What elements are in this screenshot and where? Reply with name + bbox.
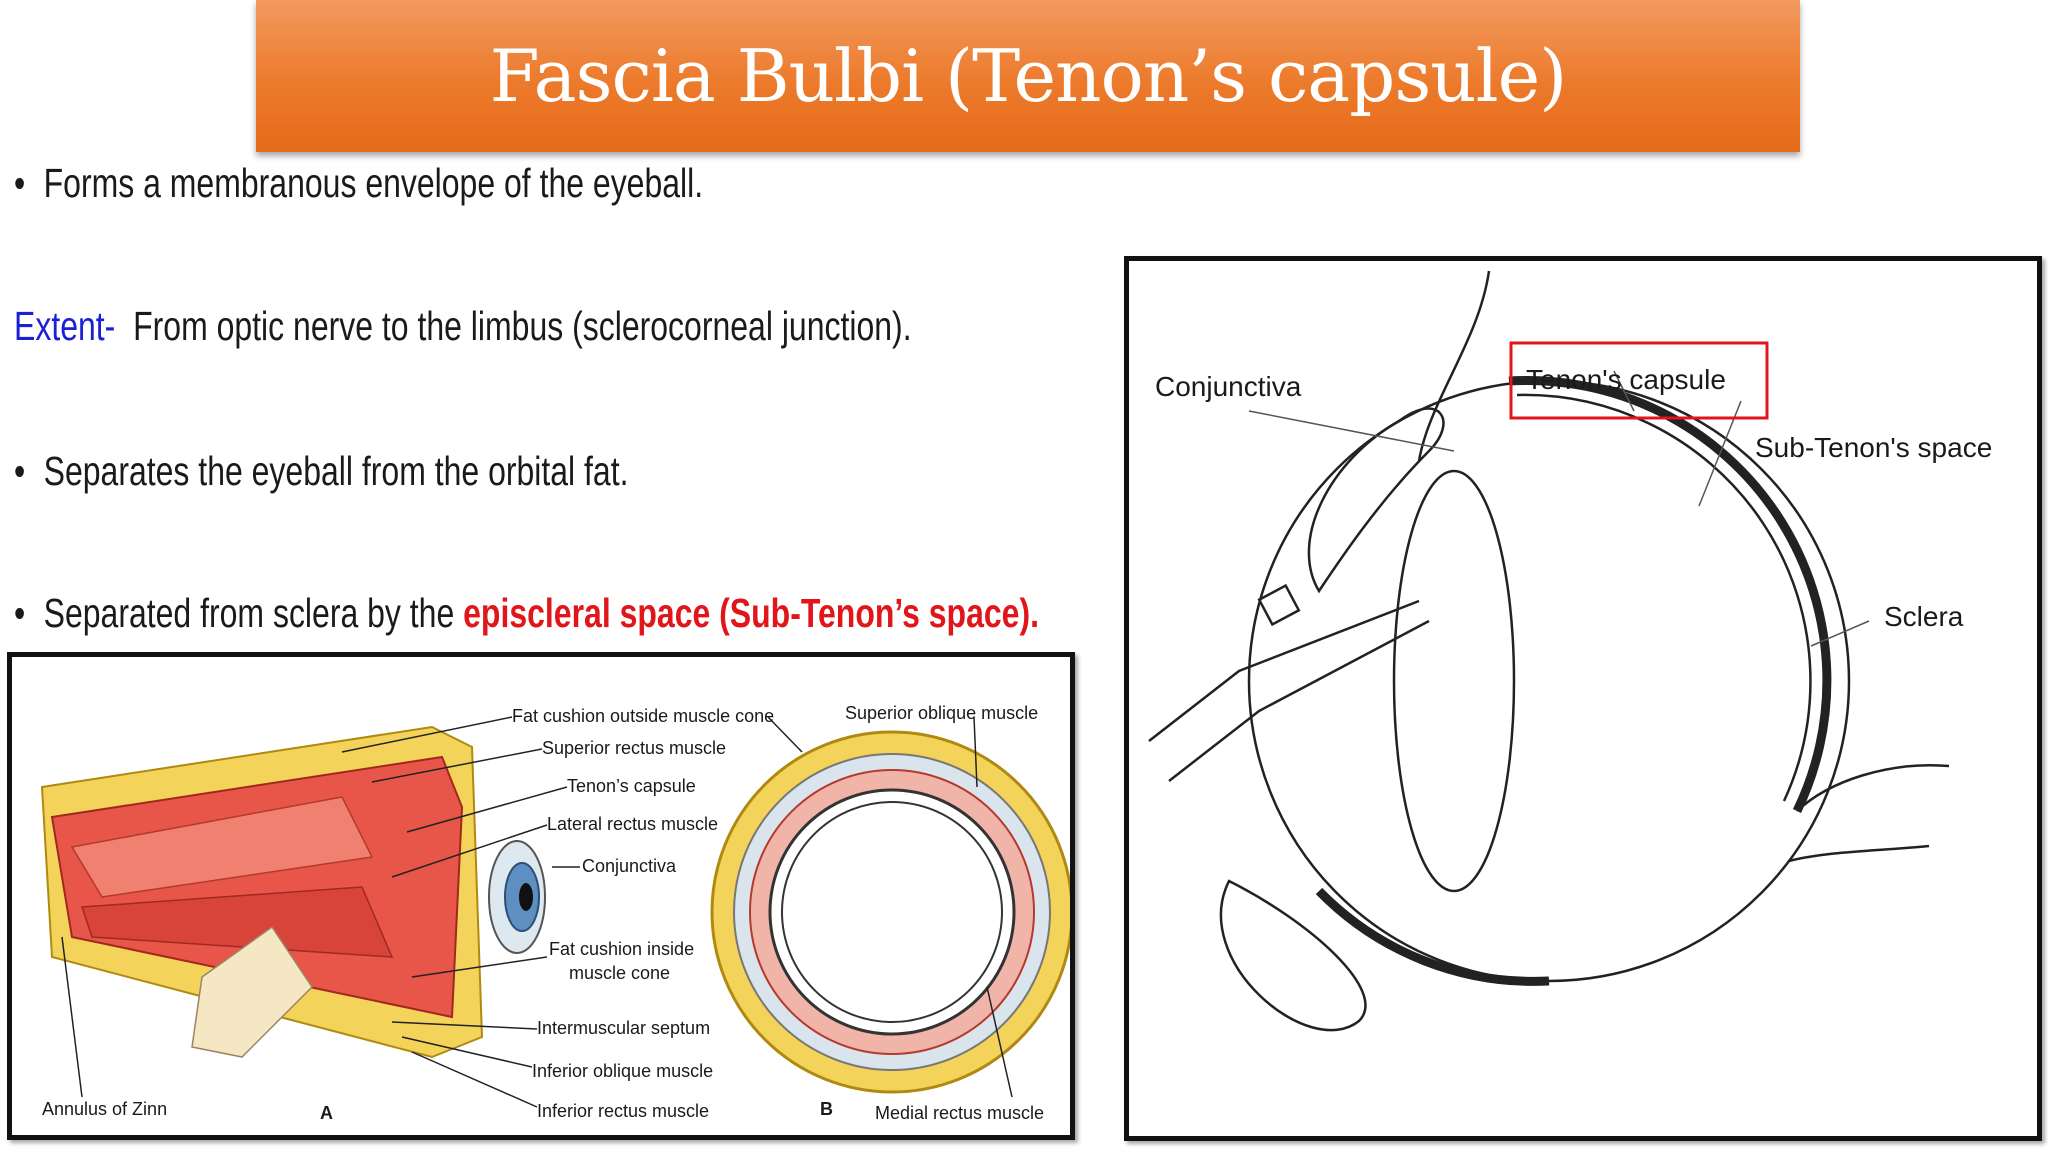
label-sclera: Sclera [1884,601,1964,632]
leader-lines [61,716,1013,1108]
bullet-text: Separates the eyeball from the orbital f… [43,448,629,494]
label-conjunctiva-right: Conjunctiva [1155,371,1302,402]
title-banner: Fascia Bulbi (Tenon’s capsule) [256,0,1800,152]
orbit-cross-section-figure: Fat cushion outside muscle cone Superior… [7,652,1075,1140]
label-inferior-rectus: Inferior rectus muscle [537,1101,709,1121]
eyeball-outline [1148,270,1950,1032]
figure-b-cross-section [710,730,1070,1094]
extent-label: Extent- [14,303,116,349]
label-inferior-oblique: Inferior oblique muscle [532,1061,713,1081]
page-title: Fascia Bulbi (Tenon’s capsule) [489,34,1568,118]
bullet-dot: • [14,590,26,636]
label-superior-rectus: Superior rectus muscle [542,738,726,758]
bullet-separates-orbital-fat: • Separates the eyeball from the orbital … [14,448,628,495]
label-conjunctiva: Conjunctiva [582,856,677,876]
label-fat-outside: Fat cushion outside muscle cone [512,706,774,726]
episcleral-highlight: episcleral space (Sub-Tenon’s space). [463,590,1039,636]
label-fat-inside-1: Fat cushion inside [549,939,694,959]
label-medial-rectus: Medial rectus muscle [875,1103,1044,1123]
tenon-highlight-box [1509,341,1769,420]
bullet-dot: • [14,160,26,206]
label-intermuscular: Intermuscular septum [537,1018,710,1038]
label-b: B [820,1099,833,1119]
eyeball-diagram-figure: Conjunctiva Tenon's capsule Sub-Tenon's … [1124,256,2042,1141]
figure-labels: Fat cushion outside muscle cone Superior… [42,703,1044,1123]
label-annulus: Annulus of Zinn [42,1099,167,1119]
orbit-illustration: Fat cushion outside muscle cone Superior… [40,703,1070,1123]
extent-line: Extent- From optic nerve to the limbus (… [14,303,912,350]
bullet-membranous-envelope: • Forms a membranous envelope of the eyeb… [14,160,703,207]
extent-text: From optic nerve to the limbus (scleroco… [133,303,912,349]
label-superior-oblique: Superior oblique muscle [845,703,1038,723]
label-lateral-rectus: Lateral rectus muscle [547,814,718,834]
label-sub-tenon: Sub-Tenon's space [1755,432,1992,463]
bullet-episcleral-space: • Separated from sclera by the episcleral… [14,590,1039,637]
label-tenon: Tenon’s capsule [567,776,696,796]
bullet-text: Forms a membranous envelope of the eyeba… [43,160,704,206]
diagram-labels: Conjunctiva Tenon's capsule Sub-Tenon's … [1155,364,1992,632]
label-fat-inside-2: muscle cone [569,963,670,983]
label-a: A [320,1103,333,1123]
bullet-dot: • [14,448,26,494]
label-tenon-right: Tenon's capsule [1526,364,1726,395]
eyeball-illustration: Conjunctiva Tenon's capsule Sub-Tenon's … [1148,270,1992,1032]
bullet-text: Separated from sclera by the [43,590,464,636]
figure-a-orbit-cone [40,725,546,1059]
